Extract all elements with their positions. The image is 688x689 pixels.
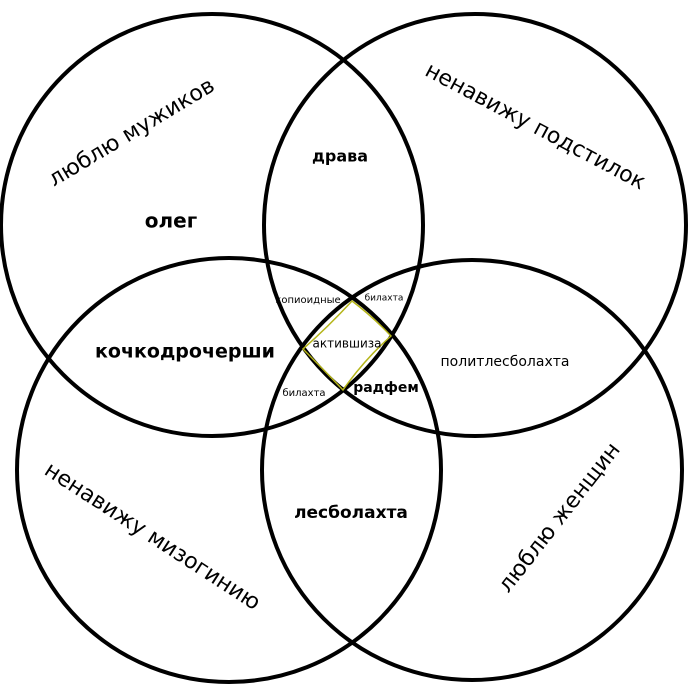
circle-top-right <box>262 12 688 438</box>
region-triple-bottom-right: радфем <box>353 380 419 396</box>
region-triple-top-right: билахта <box>365 294 404 304</box>
region-left-pair: кочкодрочерши <box>95 341 275 363</box>
set-label-bottom-right: люблю женщин <box>493 438 625 597</box>
region-right-pair: политлесболахта <box>441 354 570 370</box>
region-bottom-pair: лесболахта <box>294 503 408 523</box>
center-region-outline <box>301 299 393 392</box>
circle-bottom-left <box>15 256 443 684</box>
set-label-bottom-left: ненавижу мизогинию <box>40 457 265 615</box>
region-top-pair: драва <box>312 147 368 166</box>
region-triple-top-left: копиоидные <box>275 295 340 306</box>
region-center: актившиза <box>313 337 382 351</box>
circle-bottom-right <box>260 258 684 682</box>
region-triple-bottom-left: билахта <box>282 388 325 399</box>
region-oleg: олег <box>145 209 197 233</box>
circle-top-left <box>0 12 425 438</box>
set-label-top-right: ненавижу подстилок <box>421 58 650 196</box>
set-label-top-left: люблю мужиков <box>44 73 219 192</box>
